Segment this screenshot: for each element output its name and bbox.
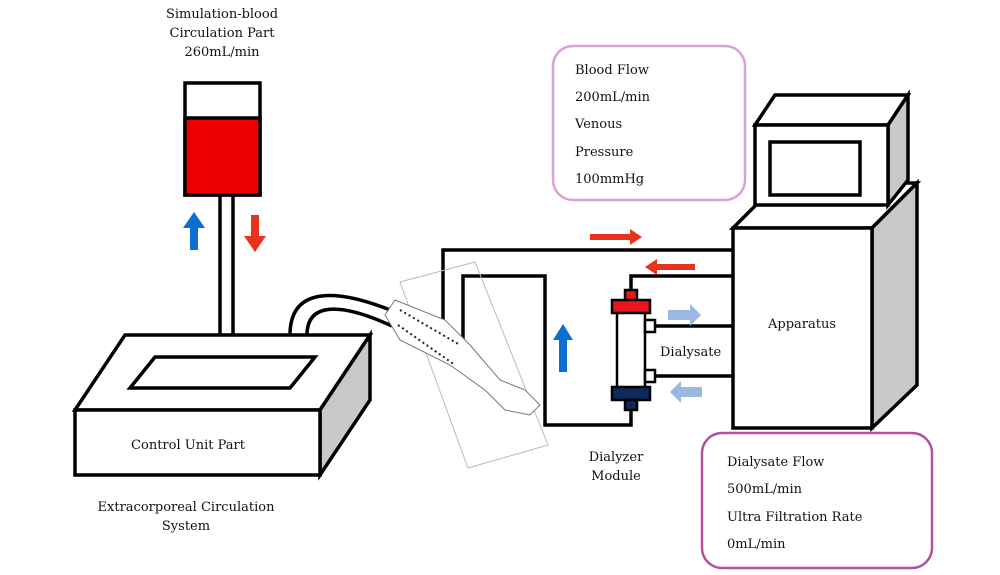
monitor [751,93,912,127]
apparatus-label: Apparatus [767,317,836,332]
patient-arm [384,261,549,469]
arrow-left-red-icon [645,259,695,275]
control-unit-box [71,329,374,481]
extracorporeal-label: Extracorporeal Circulation [98,500,276,515]
dialysate-box-line: Ultra Filtration Rate [727,510,863,525]
sim-label: Simulation-blood [166,7,278,22]
dialysate-box-line: Dialysate Flow [727,455,824,470]
blood-flow-box [551,44,747,202]
arrow-left-lightblue-icon [670,381,702,403]
blood-box-line: Blood Flow [575,63,649,78]
control-unit-label: Control Unit Part [131,438,246,453]
arrow-up-blue-icon [183,212,205,250]
apparatus-machine [728,89,922,433]
control-unit-screen [126,355,319,390]
dialysate-label: Dialysate [660,345,721,360]
bag-pole [218,195,235,338]
blood-bag [183,81,262,197]
dialyzer-label: Dialyzer [589,450,644,465]
sim-label: Circulation Part [170,26,276,41]
blood-box-line: Pressure [575,145,634,160]
extracorporeal-label: System [162,519,210,534]
blood-box-line: 100mmHg [575,172,644,187]
arrow-right-red-icon [590,229,642,245]
sim-label: 260mL/min [184,45,260,60]
dialyzer-label: Module [591,469,641,484]
blood-circuit-lines [441,248,733,427]
monitor-screen [768,140,862,197]
dialysate-box-line: 500mL/min [727,482,803,497]
dialysate-flow-box [700,431,934,570]
dialyzer [610,288,657,412]
arrow-down-red-icon [244,215,266,252]
arrow-right-lightblue-icon [668,304,701,326]
blood-box-line: Venous [574,117,622,132]
dialysate-box-line: 0mL/min [727,537,786,552]
arrow-up-blue-icon [553,324,573,372]
blood-box-line: 200mL/min [575,90,651,105]
arm-tubes [288,293,396,336]
